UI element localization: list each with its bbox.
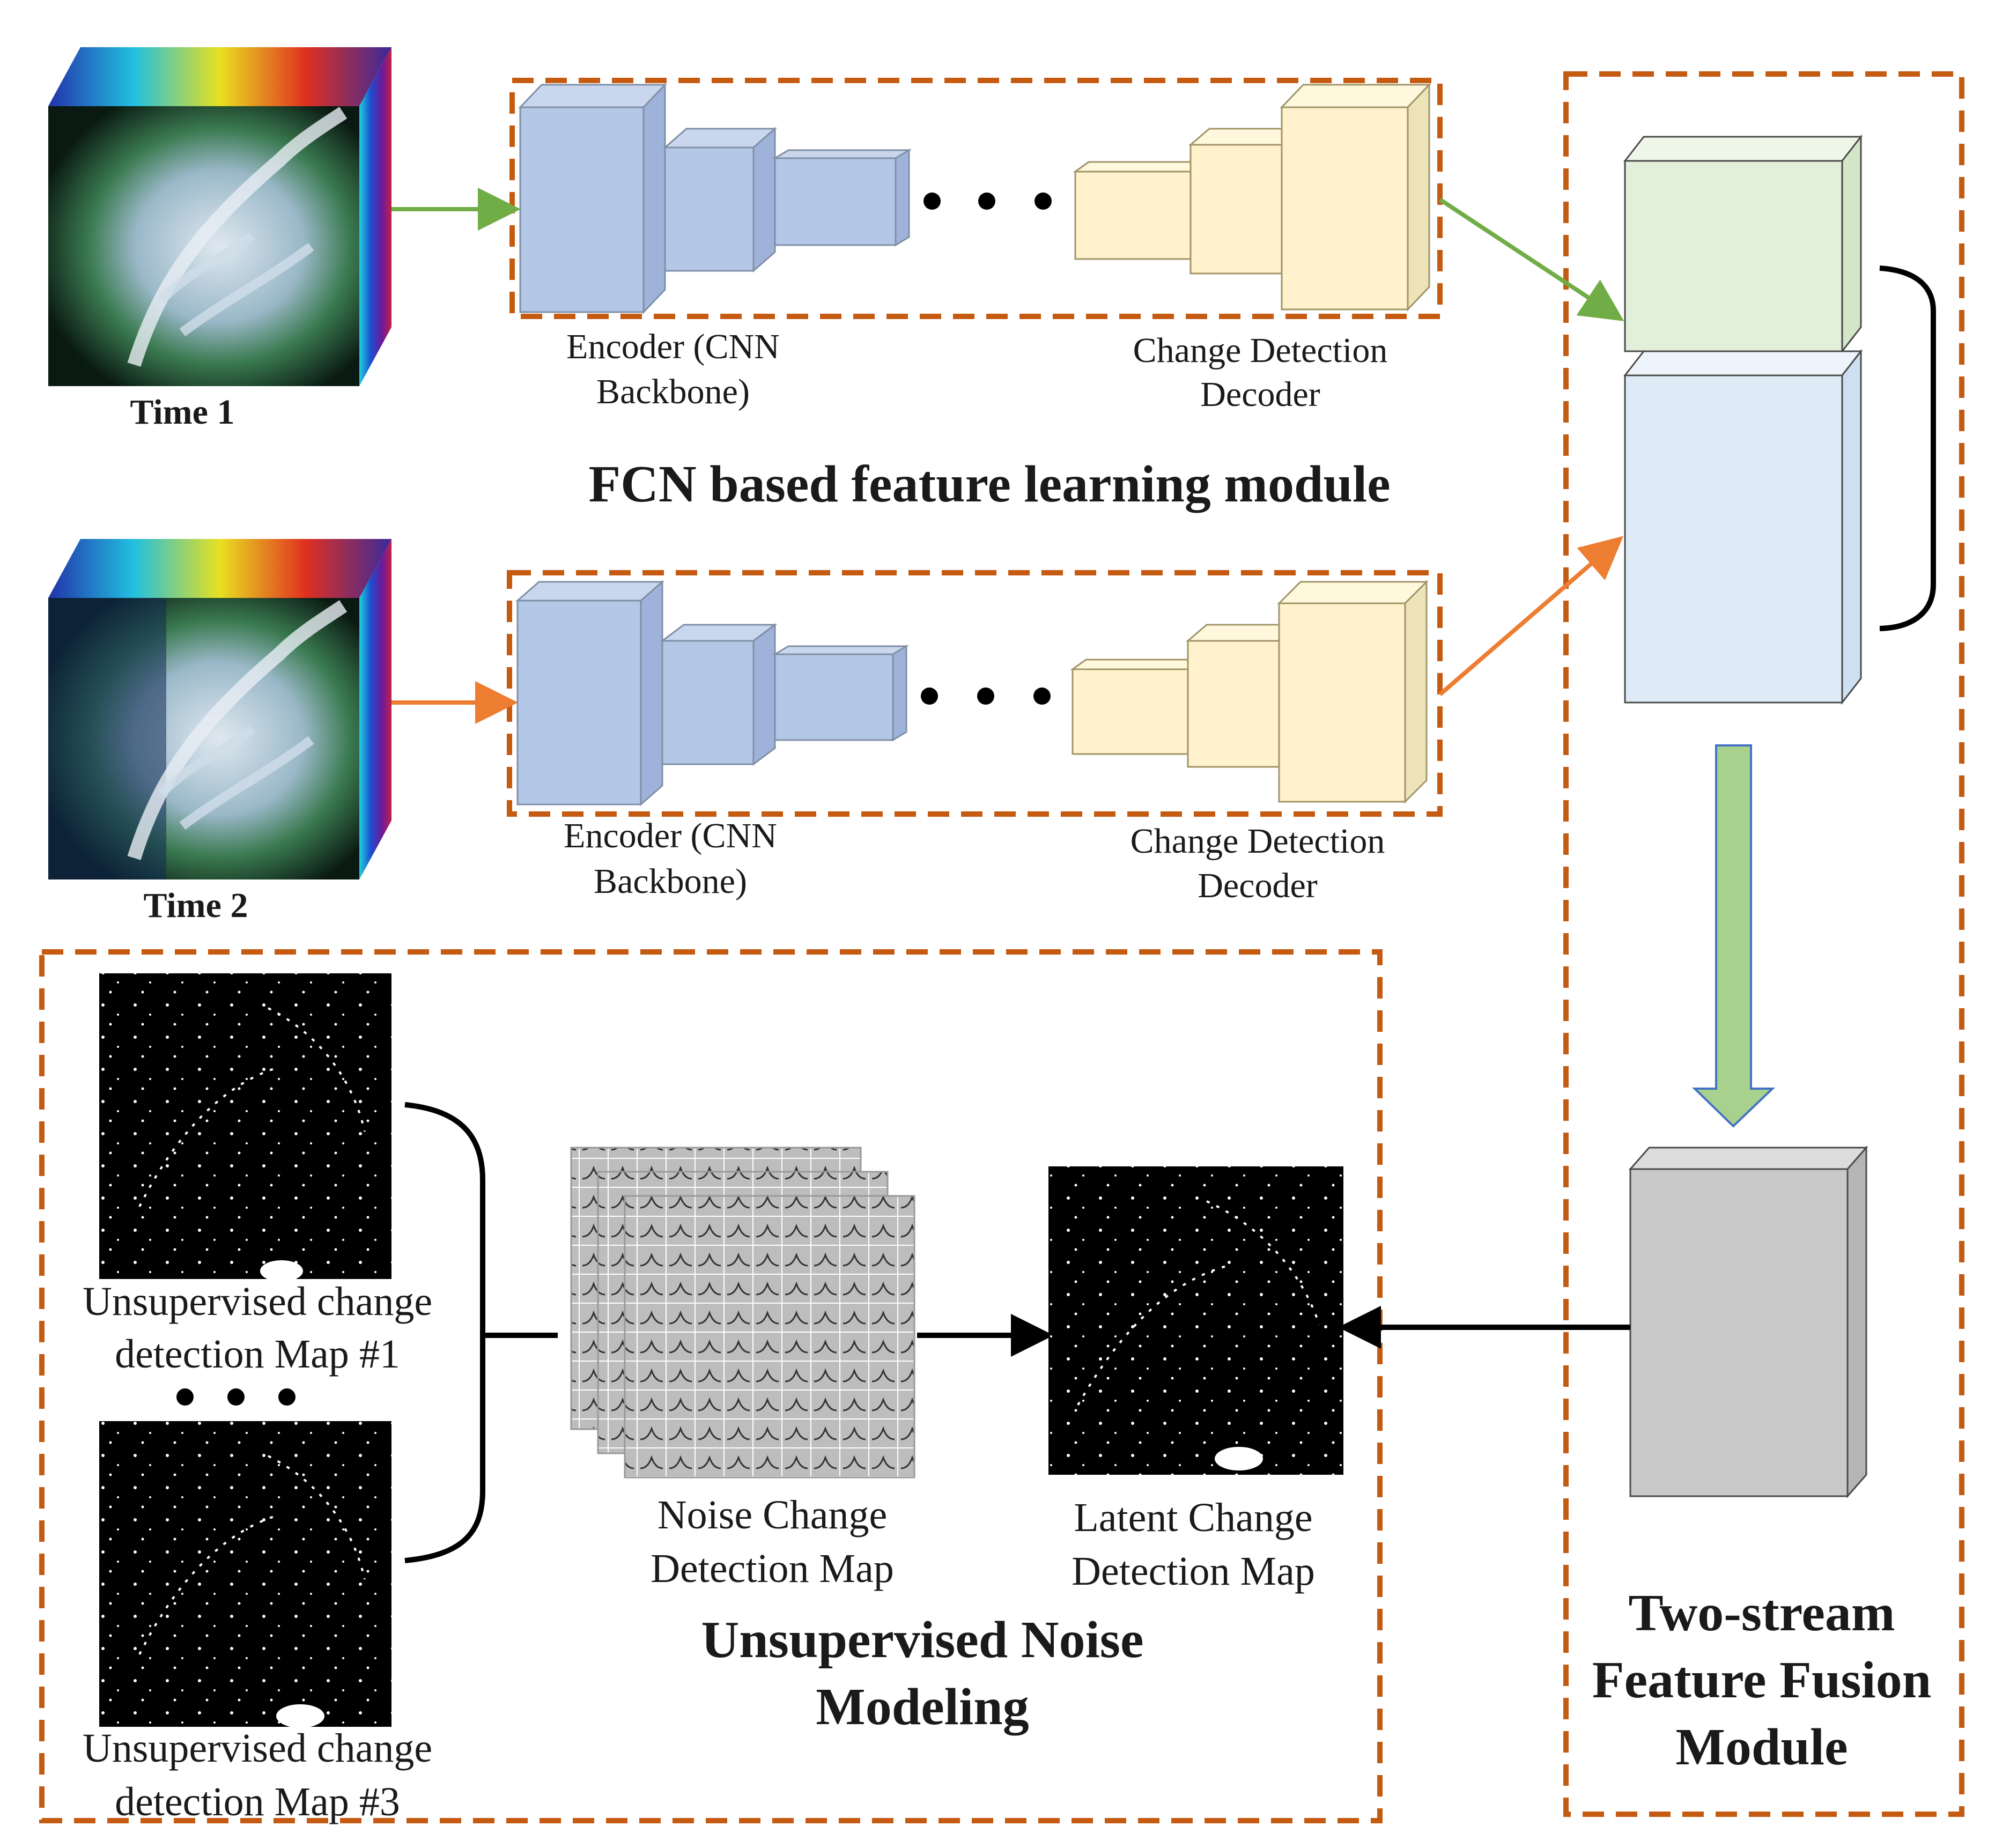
ellipsis-dot <box>977 688 994 705</box>
ellipsis-dot <box>923 193 941 210</box>
encoder-bottom-label-line2: Backbone) <box>594 862 747 901</box>
ellipsis-dot <box>227 1388 245 1406</box>
fusion-down-arrow <box>1692 744 1775 1128</box>
map1-label-line1: Unsupervised change <box>83 1279 432 1324</box>
stream2-to-fusion-arrow <box>1438 536 1624 697</box>
noise-module-dashed-box <box>39 949 1383 1823</box>
time1-hyperspectral-cube <box>48 47 391 386</box>
ellipsis-dot <box>1035 193 1052 210</box>
ellipsis-dot <box>1033 688 1051 705</box>
map1-label-line2: detection Map #1 <box>115 1332 400 1377</box>
time1-label: Time 1 <box>130 393 235 432</box>
fusion-title-line3: Module <box>1675 1718 1848 1776</box>
encoder-top-label-line2: Backbone) <box>596 372 750 411</box>
noise-map-label-line2: Detection Map <box>651 1546 894 1591</box>
noise-module-title-line1: Unsupervised Noise <box>701 1611 1144 1669</box>
noise-change-map-stack <box>570 1147 915 1479</box>
ellipsis-dot <box>921 688 938 705</box>
decoder-bottom-label-line1: Change Detection <box>1130 822 1385 861</box>
stream1-to-fusion-arrow <box>1438 197 1624 321</box>
latent-change-map-image <box>1048 1166 1343 1475</box>
noise-map-label-line1: Noise Change <box>657 1492 887 1537</box>
unsupervised-map-3-image <box>99 1421 391 1728</box>
fusion-module-dashed-box <box>1563 71 1964 1817</box>
time2-label: Time 2 <box>144 886 248 925</box>
encoder-top-blocks <box>518 83 912 314</box>
ellipsis-dot <box>978 193 995 210</box>
map3-label-line1: Unsupervised change <box>83 1726 432 1771</box>
decoder-bottom-label-line2: Decoder <box>1198 866 1318 905</box>
fusion-title-line2: Feature Fusion <box>1592 1651 1931 1709</box>
fused-feature-block <box>1628 1145 1868 1498</box>
concat-bracket <box>1879 265 1936 631</box>
fcn-module-title: FCN based feature learning module <box>588 455 1390 513</box>
encoder-bottom-label-line1: Encoder (CNN <box>564 816 777 855</box>
decoder-top-label-line1: Change Detection <box>1133 331 1388 370</box>
decoder-bottom-blocks <box>1070 580 1429 804</box>
encoder-bottom-blocks <box>515 580 910 807</box>
decoder-top-label-line2: Decoder <box>1200 375 1320 414</box>
ellipsis-dot <box>176 1388 194 1406</box>
noise-module-title-line2: Modeling <box>816 1678 1029 1736</box>
ellipsis-dot <box>278 1388 295 1406</box>
latent-map-label-line2: Detection Map <box>1072 1549 1315 1594</box>
latent-map-label-line1: Latent Change <box>1074 1495 1312 1540</box>
map3-label-line2: detection Map #3 <box>115 1779 400 1824</box>
encoder-top-label-line1: Encoder (CNN <box>566 327 780 366</box>
decoder-top-blocks <box>1073 83 1431 312</box>
time2-hyperspectral-cube <box>48 539 391 879</box>
fusion-title-line1: Two-stream <box>1628 1584 1895 1642</box>
fusion-stacked-features <box>1623 134 1863 705</box>
maps-bracket <box>404 1102 485 1563</box>
unsupervised-map-1-image <box>99 973 391 1282</box>
